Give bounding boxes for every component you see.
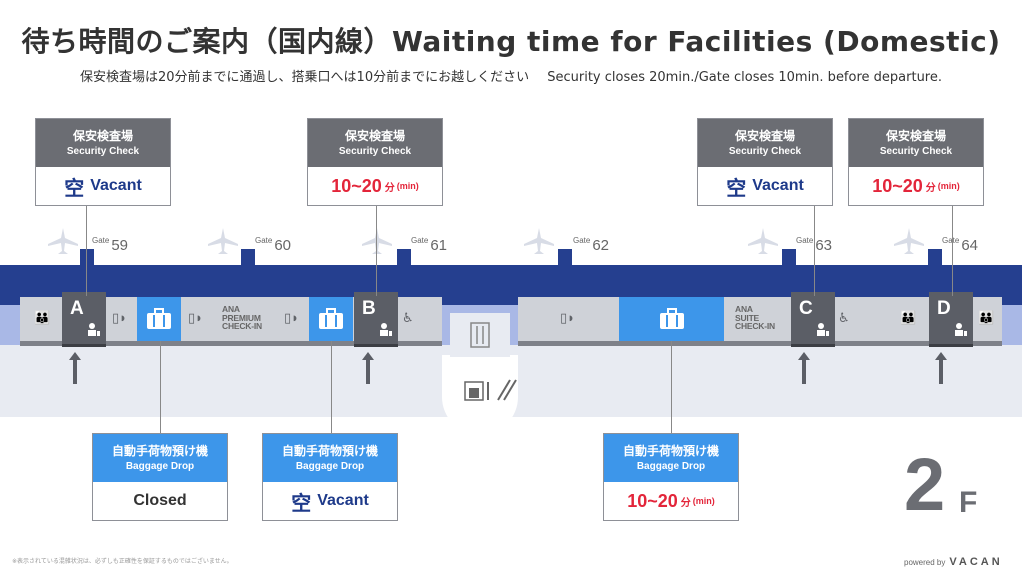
entry-arrow-icon	[362, 352, 374, 384]
leader-line	[814, 206, 815, 296]
leader-line	[160, 341, 161, 433]
card-header: 保安検査場 Security Check	[308, 119, 442, 167]
gate-notch-64	[928, 249, 942, 266]
security-guard-icon	[817, 323, 829, 336]
gate-notch-61	[397, 249, 411, 266]
card-header: 自動手荷物預け機 Baggage Drop	[93, 434, 227, 482]
subtitle-en: Security closes 20min./Gate closes 10min…	[547, 70, 942, 85]
restroom-icon: 👪	[978, 310, 995, 325]
gate-notch-63	[782, 249, 796, 266]
baggage-card-1[interactable]: 自動手荷物預け機 Baggage Drop Closed	[92, 433, 228, 521]
card-header: 保安検査場 Security Check	[698, 119, 832, 167]
checkpoint-b[interactable]: B	[354, 292, 398, 344]
card-header: 保安検査場 Security Check	[849, 119, 983, 167]
suitcase-icon	[319, 308, 343, 329]
airplane-icon	[748, 228, 778, 254]
airplane-icon	[362, 228, 392, 254]
gate-notch-62	[558, 249, 572, 266]
ana-suite-checkin-label: ANA SUITE CHECK-IN	[735, 304, 775, 331]
floor-suffix: F	[959, 486, 978, 519]
checkpoint-a[interactable]: A	[62, 292, 106, 344]
suitcase-icon	[147, 308, 171, 329]
gate-notch-60	[241, 249, 255, 266]
checkpoint-letter: A	[70, 298, 84, 319]
checkin-kiosk-icon: ▯◗	[284, 310, 300, 325]
ana-premium-checkin-label: ANA PREMIUM CHECK-IN	[222, 304, 262, 331]
card-header: 保安検査場 Security Check	[36, 119, 170, 167]
disclaimer: ※表示されている混雑状況は、必ずしも正確性を保証するものではございません。	[12, 558, 233, 565]
suitcase-icon	[659, 308, 684, 329]
leader-line	[86, 206, 87, 296]
restroom-icon: 👪	[900, 310, 917, 325]
counter-right-edge	[518, 341, 1002, 346]
wheelchair-icon: ♿	[838, 310, 850, 325]
wheelchair-icon: ♿	[402, 310, 414, 325]
airplane-icon	[208, 228, 238, 254]
page-subtitle: 保安検査場は20分前までに通過し、搭乗口へは10分前までにお越しください Sec…	[0, 66, 1022, 85]
entry-arrow-icon	[69, 352, 81, 384]
baggage-drop-zone-2[interactable]	[309, 297, 353, 341]
restroom-icon: 👪	[34, 310, 51, 325]
airplane-icon	[48, 228, 78, 254]
counter-right	[518, 297, 1002, 341]
airplane-icon	[894, 228, 924, 254]
checkin-kiosk-icon: ▯◗	[560, 310, 576, 325]
card-header: 自動手荷物預け機 Baggage Drop	[604, 434, 738, 482]
checkpoint-d[interactable]: D	[929, 292, 973, 344]
subtitle-jp: 保安検査場は20分前までに通過し、搭乗口へは10分前までにお越しください	[80, 70, 530, 85]
leader-line	[671, 341, 672, 433]
security-guard-icon	[380, 323, 392, 336]
airplane-icon	[524, 228, 554, 254]
leader-line	[331, 341, 332, 433]
checkpoint-c[interactable]: C	[791, 292, 835, 344]
leader-line	[952, 206, 953, 296]
checkin-kiosk-icon: ▯◗	[188, 310, 204, 325]
elevator-icon	[464, 379, 517, 401]
checkpoint-letter: C	[799, 298, 813, 319]
status-closed: Closed	[133, 492, 187, 509]
counter-left-edge	[20, 341, 442, 346]
security-guard-icon	[955, 323, 967, 336]
checkpoint-letter: B	[362, 298, 376, 319]
checkpoint-letter: D	[937, 298, 951, 319]
center-hall	[442, 355, 518, 435]
gate-notch-59	[80, 249, 94, 266]
security-guard-icon	[88, 323, 100, 336]
entry-arrow-icon	[935, 352, 947, 384]
entry-arrow-icon	[798, 352, 810, 384]
brand-logo: VACAN	[949, 556, 1003, 568]
baggage-drop-zone-1[interactable]	[137, 297, 181, 341]
center-escalator-area	[450, 313, 510, 357]
baggage-drop-zone-3[interactable]	[619, 297, 724, 341]
card-header: 自動手荷物預け機 Baggage Drop	[263, 434, 397, 482]
leader-line	[376, 206, 377, 296]
floor-number: 2	[904, 443, 946, 526]
escalator-icon	[470, 322, 490, 348]
page-title: 待ち時間のご案内（国内線）Waiting time for Facilities…	[21, 25, 1001, 58]
checkin-kiosk-icon: ▯◗	[112, 310, 128, 325]
